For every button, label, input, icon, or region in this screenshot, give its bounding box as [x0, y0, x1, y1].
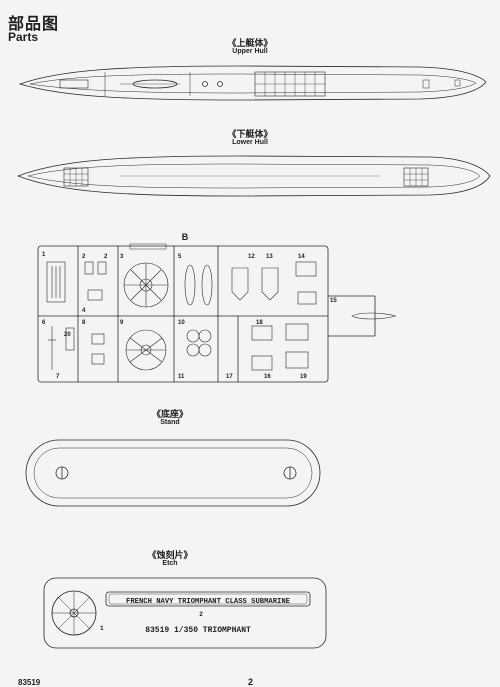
part-number: 5: [178, 254, 182, 260]
part-number: 3: [120, 254, 124, 260]
part-number: 19: [300, 374, 307, 380]
part-number: 14: [298, 254, 305, 260]
upper-hull-label-en: Upper Hull: [232, 48, 268, 55]
etch-plate-text: FRENCH NAVY TRIOMPHANT CLASS SUBMARINE: [126, 598, 291, 606]
sprue-b-part-numbers: 1 2 2 3 4 5 6 7 8 9 10 11 12 13 14 15 16…: [42, 252, 337, 380]
part-number: 2: [104, 254, 108, 260]
page-title-cn: 部品图: [8, 16, 60, 33]
part-number: 17: [226, 374, 233, 380]
part-number: 15: [330, 298, 337, 304]
lower-hull-drawing: [16, 155, 491, 197]
footer-code: 83519: [18, 678, 41, 687]
part-number: 8: [82, 320, 86, 326]
lower-hull-label-en: Lower Hull: [232, 139, 268, 146]
part-number: 10: [178, 320, 185, 326]
stand-drawing: [25, 439, 321, 507]
part-number: 20: [64, 332, 71, 338]
etch-fan-number: 1: [100, 625, 104, 632]
part-number: 12: [248, 254, 255, 260]
part-number: 1: [42, 252, 46, 258]
lower-hull-label-cn: 《下艇体》: [227, 129, 273, 139]
page-title-en: Parts: [8, 30, 39, 44]
sprue-b-parts: [46, 261, 397, 371]
part-number: 7: [56, 374, 60, 380]
sprue-b-letter: B: [181, 232, 189, 242]
upper-hull-label-cn: 《上艇体》: [227, 38, 273, 48]
part-number: 13: [266, 254, 273, 260]
etch-kit-text: 83519 1/350 TRIOMPHANT: [145, 626, 251, 635]
stand-label-cn: 《底座》: [151, 409, 188, 419]
etch-label-en: Etch: [162, 560, 178, 567]
page-number: 2: [248, 677, 254, 687]
part-number: 4: [82, 308, 86, 314]
upper-hull-drawing: [18, 65, 487, 101]
part-number: 11: [178, 374, 185, 380]
part-number: 6: [42, 320, 46, 326]
etch-label-cn: 《蚀刻片》: [147, 550, 193, 560]
stand-label-en: Stand: [160, 419, 180, 426]
part-number: 18: [256, 320, 263, 326]
part-number: 2: [82, 254, 86, 260]
etch-fret-drawing: [43, 577, 327, 649]
part-number: 9: [120, 320, 124, 326]
part-number: 16: [264, 374, 271, 380]
sprue-b-frame: [37, 243, 376, 383]
etch-plate-number: 2: [199, 611, 203, 618]
